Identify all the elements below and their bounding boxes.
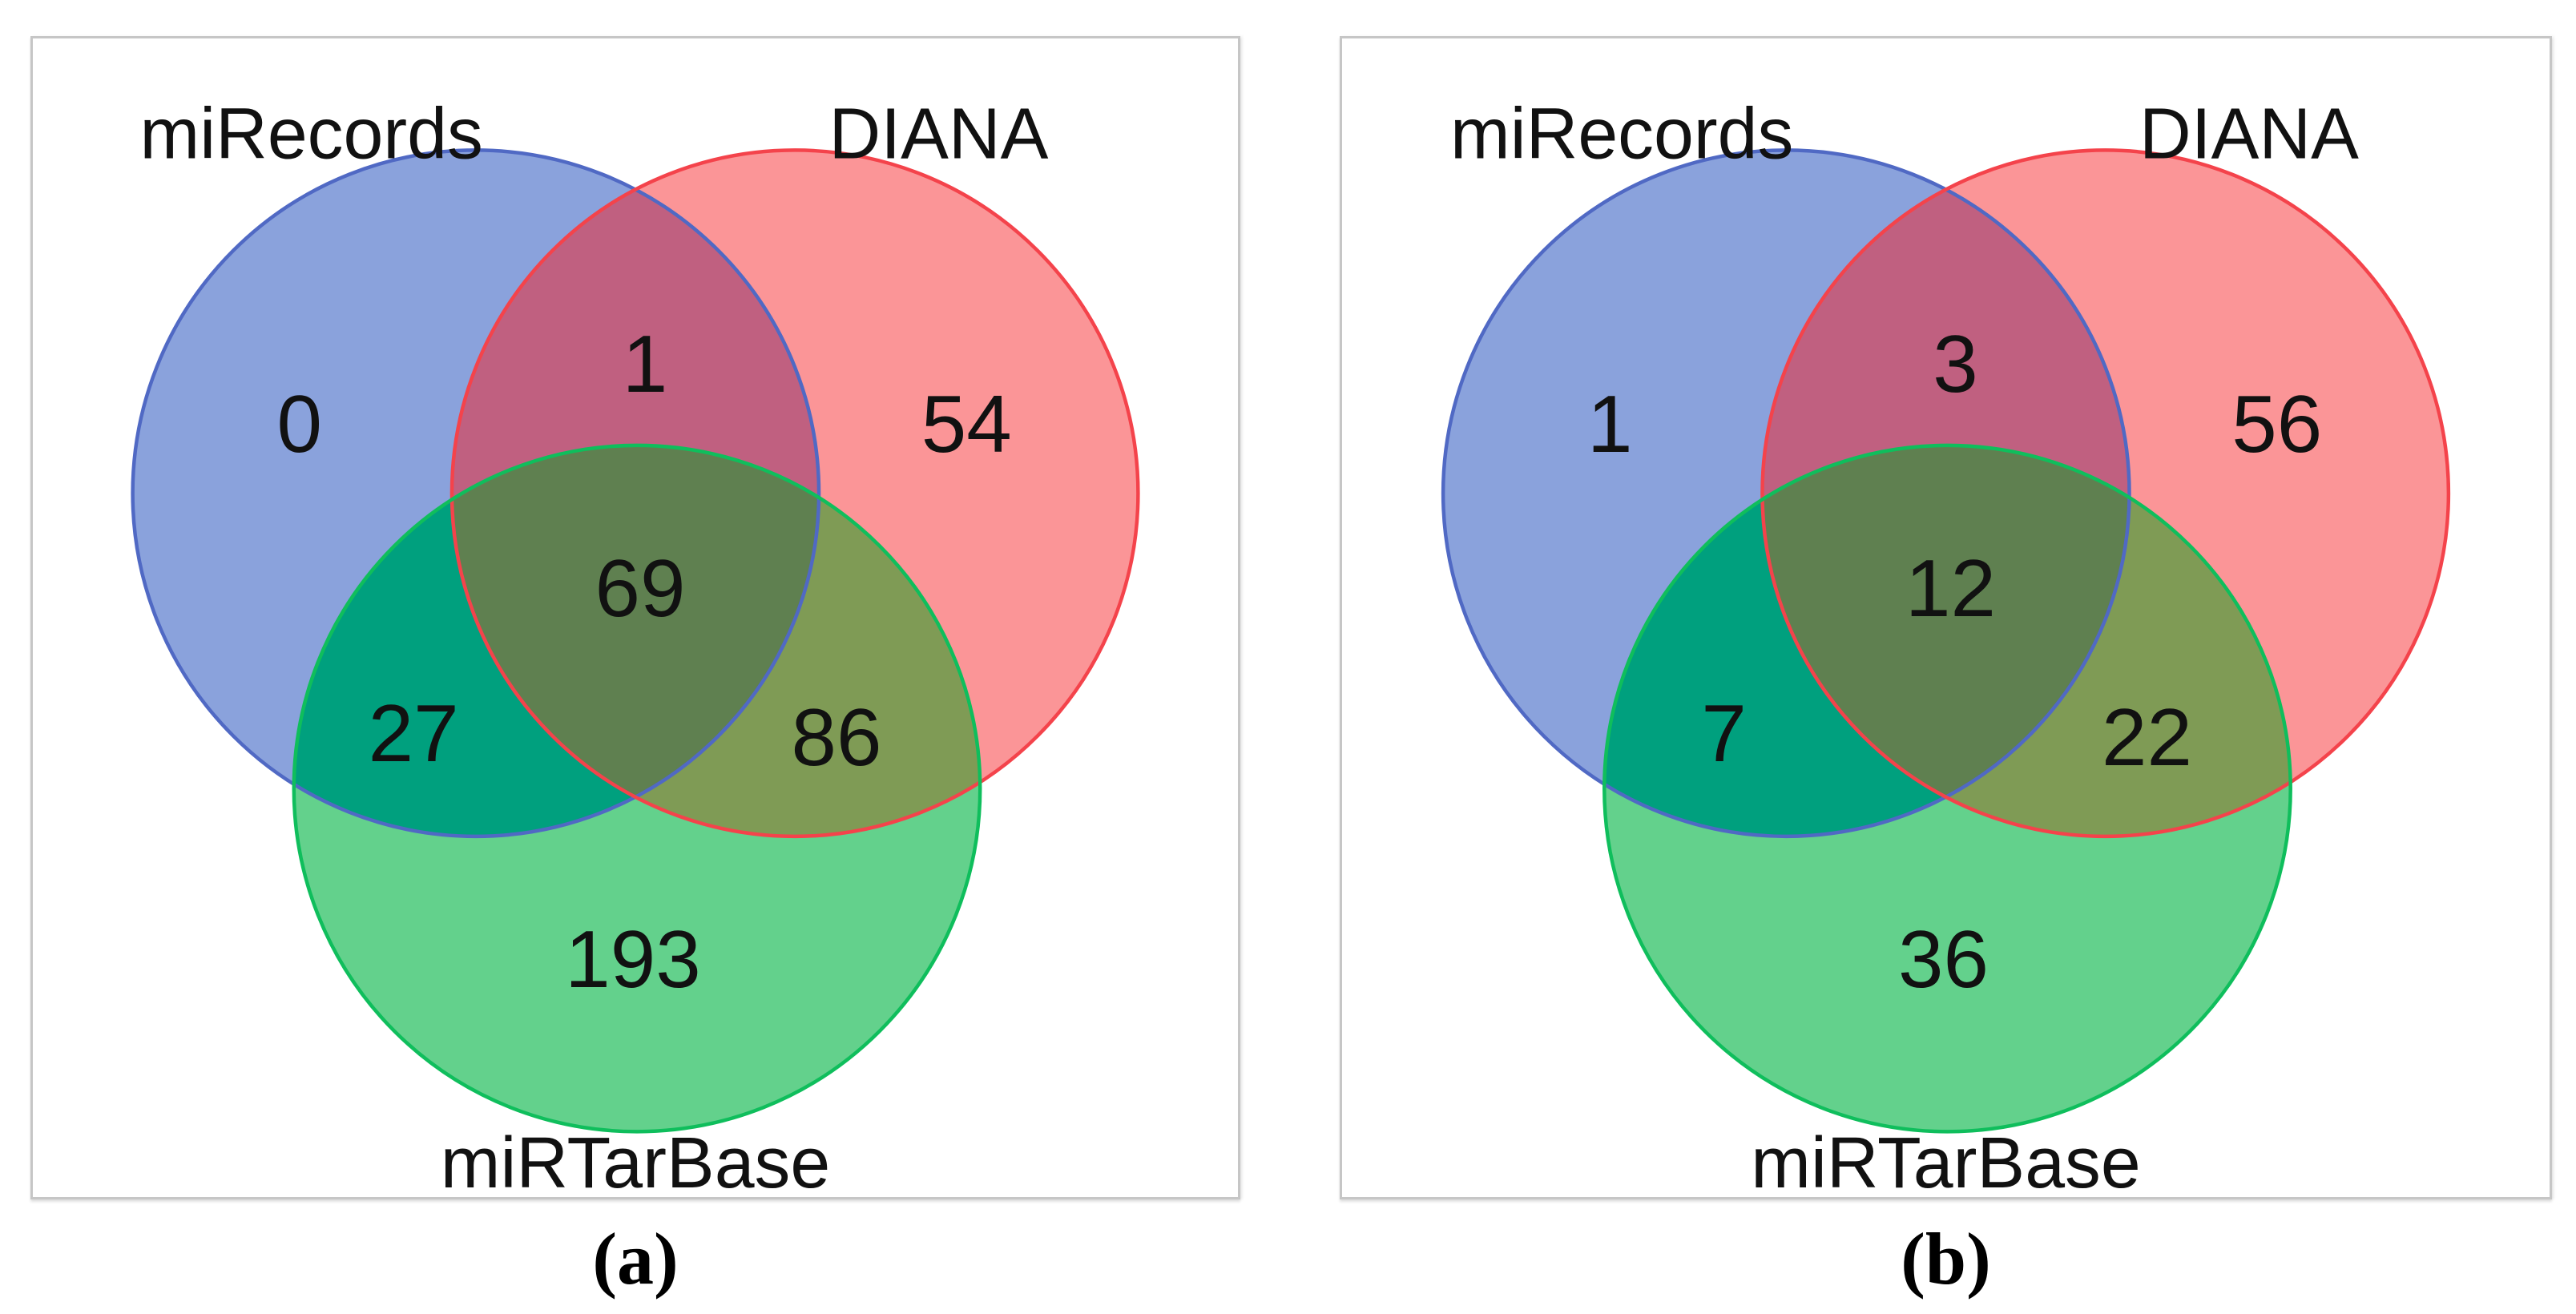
circle-outline-mirtarbase — [1602, 443, 2292, 1134]
circle-outline-diana — [1760, 148, 2451, 839]
panel-caption-a: (a) — [592, 1218, 679, 1300]
panel-caption-b: (b) — [1901, 1218, 1991, 1300]
venn-svg-b: miRecords DIANA miRTarBase 1 3 56 12 7 2… — [1441, 93, 2451, 1197]
circle-outline-mirecords — [1441, 148, 2131, 839]
count-diana-only: 54 — [921, 378, 1012, 470]
count-mirecords-mirtarbase: 7 — [1701, 687, 1746, 779]
circle-outline-mirecords — [131, 148, 821, 839]
set-label-mirecords: miRecords — [1450, 93, 1793, 173]
count-mirecords-diana: 1 — [623, 318, 667, 409]
count-center-all: 12 — [1905, 542, 1996, 634]
count-mirecords-only: 1 — [1587, 378, 1632, 470]
count-mirecords-only: 0 — [276, 378, 321, 470]
count-mirtarbase-only: 193 — [565, 913, 700, 1005]
venn-panel-a: miRecords DIANA miRTarBase 0 1 54 69 27 … — [30, 36, 1240, 1199]
circle-outline-mirtarbase — [292, 443, 982, 1134]
set-label-diana: DIANA — [828, 93, 1048, 173]
count-mirtarbase-only: 36 — [1898, 913, 1989, 1005]
venn-svg-a: miRecords DIANA miRTarBase 0 1 54 69 27 … — [131, 93, 1140, 1197]
circle-outline-diana — [449, 148, 1140, 839]
venn-panel-b: miRecords DIANA miRTarBase 1 3 56 12 7 2… — [1340, 36, 2552, 1199]
set-label-mirecords: miRecords — [140, 93, 483, 173]
count-diana-only: 56 — [2231, 378, 2322, 470]
count-diana-mirtarbase: 86 — [791, 691, 881, 783]
set-label-mirtarbase: miRTarBase — [441, 1123, 830, 1197]
count-mirecords-diana: 3 — [1933, 318, 1977, 409]
set-label-diana: DIANA — [2139, 93, 2359, 173]
set-label-mirtarbase: miRTarBase — [1751, 1123, 2140, 1197]
count-center-all: 69 — [595, 542, 685, 634]
count-diana-mirtarbase: 22 — [2102, 691, 2192, 783]
count-mirecords-mirtarbase: 27 — [369, 687, 459, 779]
